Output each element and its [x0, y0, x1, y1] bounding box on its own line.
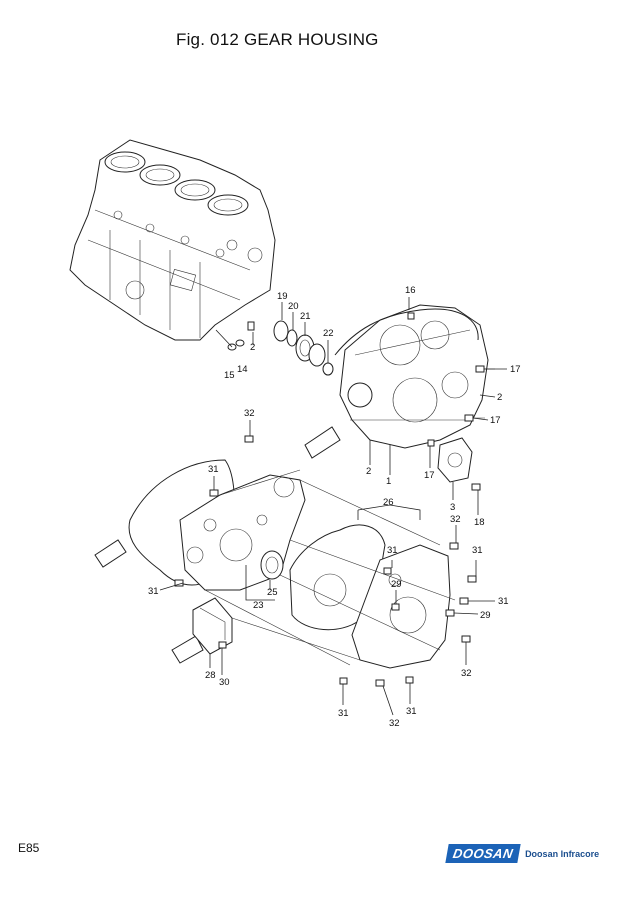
front-plate — [179, 474, 306, 591]
callout-25: 25 — [267, 587, 278, 598]
seal-parts — [273, 320, 334, 376]
callout-32c: 32 — [461, 668, 472, 679]
brand-mark: DOOSAN — [445, 844, 521, 863]
small-parts-block — [215, 321, 255, 351]
brand-name: Doosan Infracore — [525, 848, 600, 859]
callout-18: 18 — [474, 517, 485, 528]
oil-pump — [437, 437, 473, 483]
rear-gear-housing — [334, 304, 489, 449]
bolts-lower — [174, 435, 477, 687]
figure-title: Fig. 012 GEAR HOUSING — [176, 30, 379, 49]
page-number: E85 — [18, 841, 40, 855]
callout-21: 21 — [300, 311, 311, 322]
callout-20: 20 — [288, 301, 299, 312]
callout-26: 26 — [383, 497, 394, 508]
callout-32b: 32 — [450, 514, 461, 525]
callout-17c: 17 — [424, 470, 435, 481]
callout-1: 1 — [386, 476, 391, 487]
doosan-logo: DOOSAN Doosan Infracore — [445, 844, 600, 863]
callout-22: 22 — [323, 328, 334, 339]
front-cover-gasket — [289, 524, 386, 631]
callout-17b: 17 — [490, 415, 501, 426]
callout-23: 23 — [253, 600, 264, 611]
leader-lines — [159, 297, 507, 716]
callout-30: 30 — [219, 677, 230, 688]
callout-labels: 16 19 20 21 22 17 2 17 2 14 15 2 1 17 3 … — [148, 285, 521, 729]
sealant-tube-left — [94, 539, 204, 664]
callout-31c: 31 — [387, 545, 398, 556]
callout-29a: 29 — [391, 579, 402, 590]
callout-14: 14 — [237, 364, 248, 375]
cover-plate — [192, 597, 233, 655]
callout-31a: 31 — [208, 464, 219, 475]
callout-32a: 32 — [244, 408, 255, 419]
callout-16: 16 — [405, 285, 416, 296]
callout-19: 19 — [277, 291, 288, 302]
sealant-tube-upper — [304, 426, 341, 459]
callout-31g: 31 — [406, 706, 417, 717]
callout-31e: 31 — [148, 586, 159, 597]
callout-3: 3 — [450, 502, 455, 513]
callout-32d: 32 — [389, 718, 400, 729]
callout-2c: 2 — [366, 466, 371, 477]
oil-seal — [260, 550, 284, 580]
callout-29b: 29 — [480, 610, 491, 621]
callout-15: 15 — [224, 370, 235, 381]
callout-17a: 17 — [510, 364, 521, 375]
callout-2b: 2 — [250, 342, 255, 353]
callout-31b: 31 — [472, 545, 483, 556]
callout-31d: 31 — [498, 596, 509, 607]
callout-31f: 31 — [338, 708, 349, 719]
front-cover — [351, 544, 451, 669]
callout-2a: 2 — [497, 392, 502, 403]
callout-28: 28 — [205, 670, 216, 681]
engine-block — [69, 139, 276, 341]
